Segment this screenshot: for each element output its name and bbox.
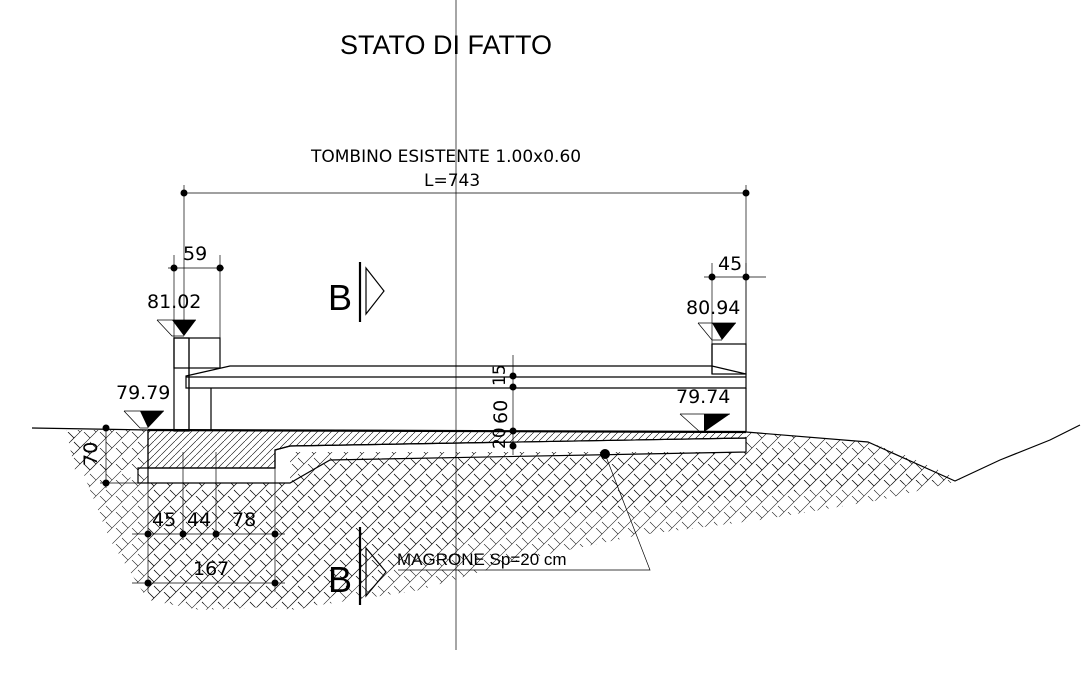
soil-area-lower xyxy=(66,430,955,610)
magrone-note: MAGRONE Sp=20 cm xyxy=(397,449,651,571)
dim-top-right-width: 45 xyxy=(704,253,766,344)
dim-vertical-center: 15 60 20 xyxy=(490,355,517,455)
section-mark-top: B xyxy=(328,262,385,322)
elevation-bottom-right: 79.74 xyxy=(676,386,730,433)
elevation-bottom-left: 79.79 xyxy=(116,382,170,429)
dim-base: 45 44 78 167 xyxy=(132,452,285,592)
dim-slab-top-label: 15 xyxy=(490,364,510,386)
elevation-top-right-label: 80.94 xyxy=(686,297,740,319)
elevation-bottom-right-label: 79.74 xyxy=(676,386,730,408)
elevation-bottom-left-label: 79.79 xyxy=(116,382,170,404)
structure-name: TOMBINO ESISTENTE 1.00x0.60 xyxy=(310,147,581,167)
dim-base-total-label: 167 xyxy=(193,558,229,580)
dim-slab-bottom-label: 20 xyxy=(490,427,510,449)
dim-base-a-label: 45 xyxy=(152,509,176,531)
drawing-title: STATO DI FATTO xyxy=(340,30,552,60)
dim-base-b-label: 44 xyxy=(187,509,211,531)
magrone-layer xyxy=(137,437,747,484)
ground-line xyxy=(31,424,1081,482)
section-mark-bottom-label: B xyxy=(328,559,352,600)
elevation-top-right: 80.94 xyxy=(686,297,740,341)
dim-left-depth: 70 xyxy=(80,424,140,488)
dim-base-c-label: 78 xyxy=(232,509,256,531)
structure-length: L=743 xyxy=(424,171,480,191)
dim-top-left-width-label: 59 xyxy=(183,243,207,265)
dim-opening-height-label: 60 xyxy=(490,400,512,424)
section-mark-top-label: B xyxy=(328,277,352,318)
magrone-note-label: MAGRONE Sp=20 cm xyxy=(397,550,567,569)
section-mark-bottom: B xyxy=(328,527,387,605)
length-dimension xyxy=(180,185,750,345)
culvert-structure xyxy=(137,337,747,484)
dim-left-depth-label: 70 xyxy=(80,442,102,466)
dim-top-right-width-label: 45 xyxy=(718,253,742,275)
dim-top-left-width: 59 xyxy=(168,243,224,338)
